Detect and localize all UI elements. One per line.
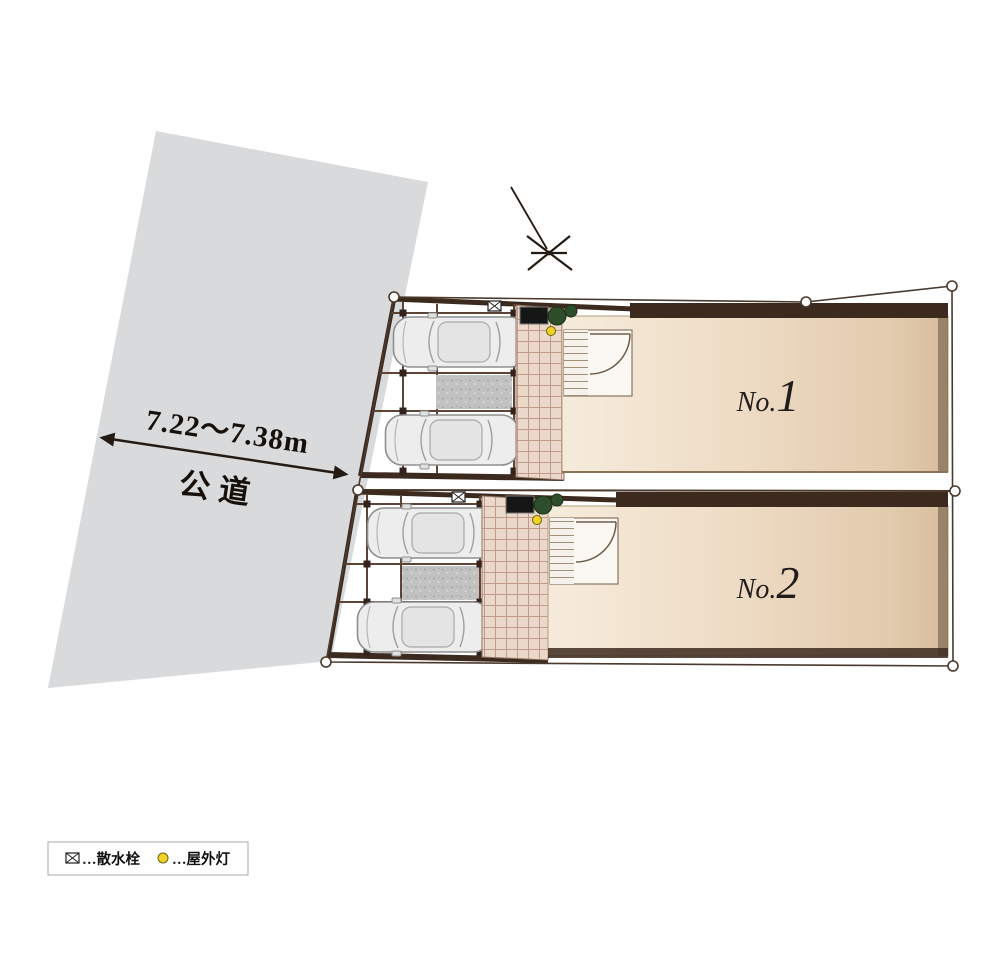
lot-1-label: No.1 [736, 370, 800, 421]
lot-1: No.1 [358, 296, 949, 481]
car [384, 410, 520, 470]
car [366, 503, 502, 563]
survey-point [949, 485, 961, 497]
entrance-steps [564, 330, 588, 396]
survey-point [320, 656, 332, 668]
carport-posts [363, 500, 484, 656]
building-right-shadow [938, 316, 948, 472]
equipment-box [505, 495, 535, 514]
outdoor-light-icon [532, 515, 542, 525]
entrance-steps [550, 518, 574, 584]
building-top-shadow [616, 492, 948, 507]
dimension-arrow-line [112, 438, 336, 474]
arrow-head-right-icon [332, 465, 349, 480]
arrow-head-left-icon [99, 432, 116, 447]
survey-point [352, 484, 364, 496]
entrance-porch [563, 329, 633, 397]
entrance-porch [549, 517, 619, 585]
building-top-shadow [630, 303, 948, 318]
lot-2: No.2 [326, 489, 956, 663]
concrete-strip [402, 566, 479, 600]
survey-points [320, 280, 961, 672]
legend-faucet-label: …散水栓 [82, 850, 140, 868]
legend: …散水栓 …屋外灯 [47, 841, 249, 876]
door-swing-icon [589, 333, 631, 375]
survey-point [388, 291, 400, 303]
tile-walkway [515, 304, 565, 481]
shrub-icon [533, 495, 553, 515]
lot-divider-line [357, 489, 956, 492]
north-indicator-icon [510, 186, 573, 271]
survey-point [946, 280, 958, 292]
carport-posts [399, 309, 518, 475]
outdoor-light-icon [157, 852, 169, 864]
legend-light-label: …屋外灯 [172, 850, 230, 868]
shrub-icon [550, 493, 564, 507]
legend-box [47, 841, 249, 876]
lot-2-label: No.2 [736, 557, 800, 608]
door-swing-icon [575, 521, 617, 563]
building-bottom-shadow [548, 648, 948, 658]
water-faucet-icon [65, 852, 80, 864]
survey-point [947, 660, 959, 672]
shrub-icon [547, 306, 567, 326]
outdoor-light-icon [546, 326, 556, 336]
car [392, 312, 528, 372]
building-right-shadow [938, 506, 948, 656]
water-faucet-icon [451, 491, 466, 503]
concrete-strip [436, 375, 512, 409]
car [356, 597, 492, 657]
shrub-icon [564, 304, 578, 318]
equipment-box [519, 306, 549, 325]
water-faucet-icon [487, 300, 502, 312]
survey-point [800, 296, 812, 308]
road-area [48, 131, 428, 688]
